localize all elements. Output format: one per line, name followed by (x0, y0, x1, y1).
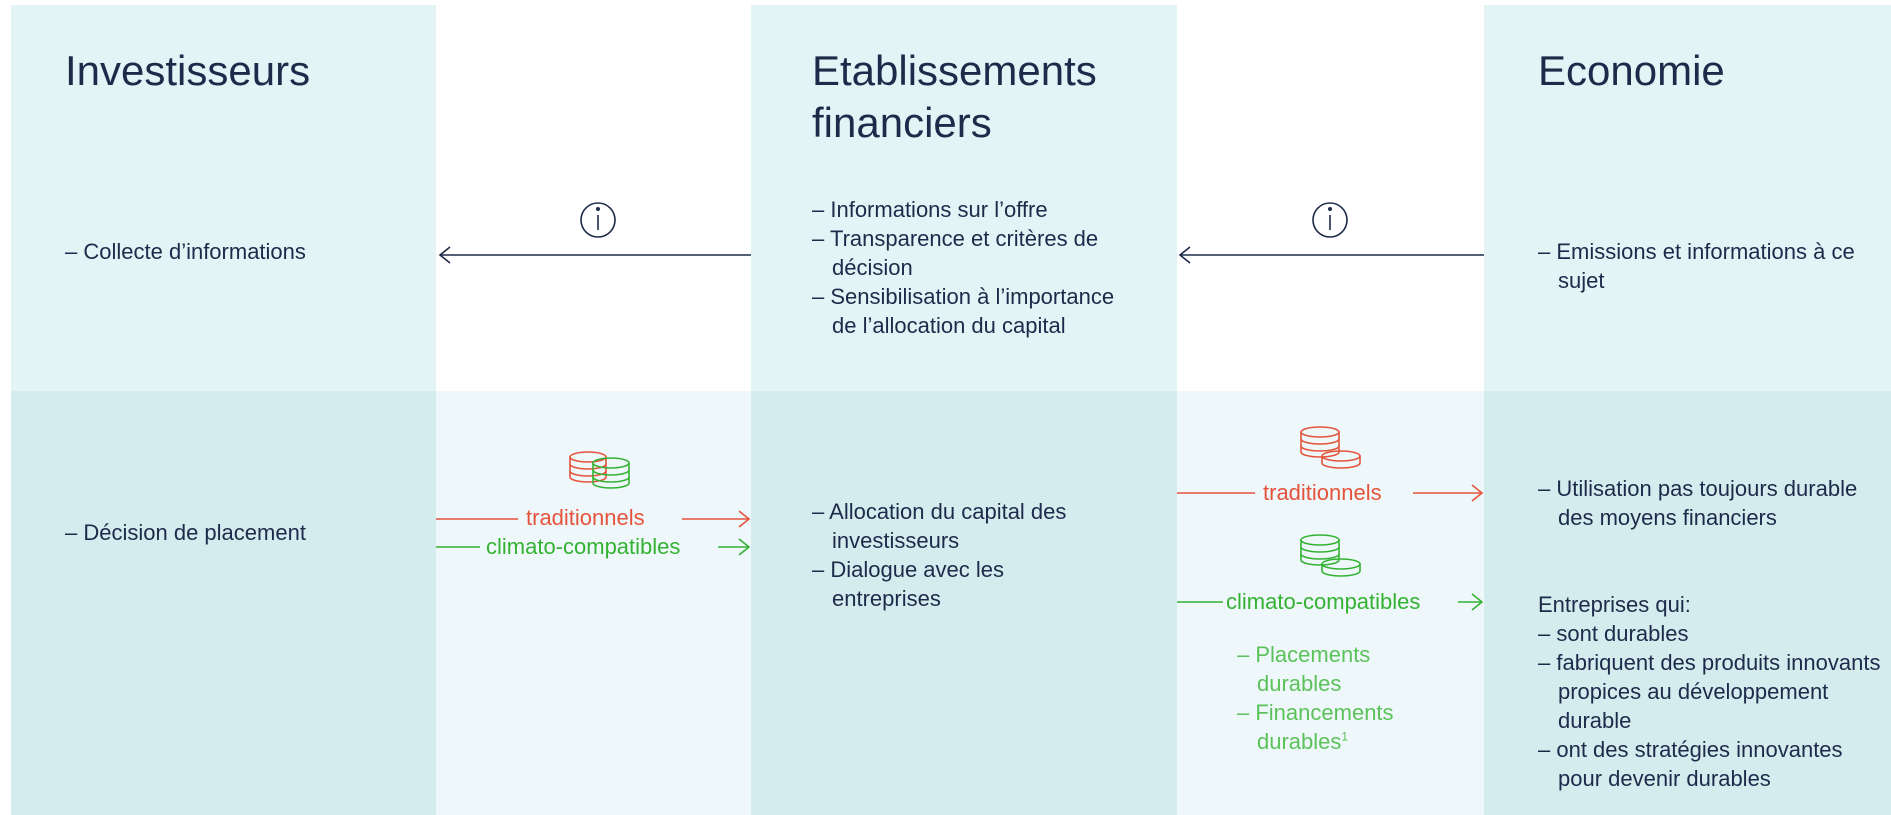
list-item: Financements durables1 (1237, 698, 1412, 756)
investors-top-panel (11, 5, 436, 391)
investors-top-list: Collecte d’informations (65, 237, 425, 266)
companies-list: sont durables fabriquent des produits in… (1538, 619, 1883, 793)
companies-intro: Entreprises qui: (1538, 592, 1691, 617)
sub-item-text: Financements durables (1255, 700, 1394, 754)
info-icon (1312, 202, 1348, 238)
economy-bottom-list: Utilisation pas toujours durable des moy… (1538, 474, 1868, 532)
right-climate-label: climato-compatibles (1226, 589, 1421, 614)
info-icon (580, 202, 616, 238)
footnote-marker: 1 (1341, 729, 1349, 744)
left-flow-band (436, 391, 751, 815)
right-climate-sublist: Placements durables Financements durable… (1237, 640, 1412, 756)
right-traditional-label: traditionnels (1263, 480, 1382, 505)
list-item: Transparence et critères de décision (812, 224, 1127, 282)
list-item: Informations sur l’offre (812, 195, 1127, 224)
list-item: fabriquent des produits innovants propic… (1538, 648, 1883, 735)
institutions-heading-line1: Etablissements (812, 47, 1097, 94)
arrow-to-institutions (1178, 246, 1484, 264)
list-item: Allocation du capital des investisseurs (812, 497, 1102, 555)
list-item: Emissions et informations à ce sujet (1538, 237, 1878, 295)
institutions-top-list: Informations sur l’offre Transparence et… (812, 195, 1127, 340)
investors-bottom-panel (11, 391, 436, 815)
economy-heading: Economie (1538, 47, 1725, 94)
list-item: sont durables (1538, 619, 1883, 648)
investors-heading: Investisseurs (65, 47, 311, 94)
list-item: Décision de placement (65, 518, 425, 547)
institutions-heading: Etablissements financiers (812, 45, 1097, 149)
list-item: Collecte d’informations (65, 237, 425, 266)
list-item: Dialogue avec les entreprises (812, 555, 1102, 613)
list-item: Sensibilisation à l’importance de l’allo… (812, 282, 1127, 340)
economy-top-list: Emissions et informations à ce sujet (1538, 237, 1878, 295)
institutions-heading-line2: financiers (812, 99, 992, 146)
list-item: ont des stratégies innovantes pour deven… (1538, 735, 1883, 793)
investors-bottom-list: Décision de placement (65, 518, 425, 547)
arrow-to-investors (438, 246, 751, 264)
economy-top-panel (1484, 5, 1891, 391)
institutions-bottom-list: Allocation du capital des investisseurs … (812, 497, 1102, 613)
left-climate-label: climato-compatibles (486, 534, 681, 559)
left-traditional-label: traditionnels (526, 505, 645, 530)
list-item: Placements durables (1237, 640, 1412, 698)
list-item: Utilisation pas toujours durable des moy… (1538, 474, 1868, 532)
